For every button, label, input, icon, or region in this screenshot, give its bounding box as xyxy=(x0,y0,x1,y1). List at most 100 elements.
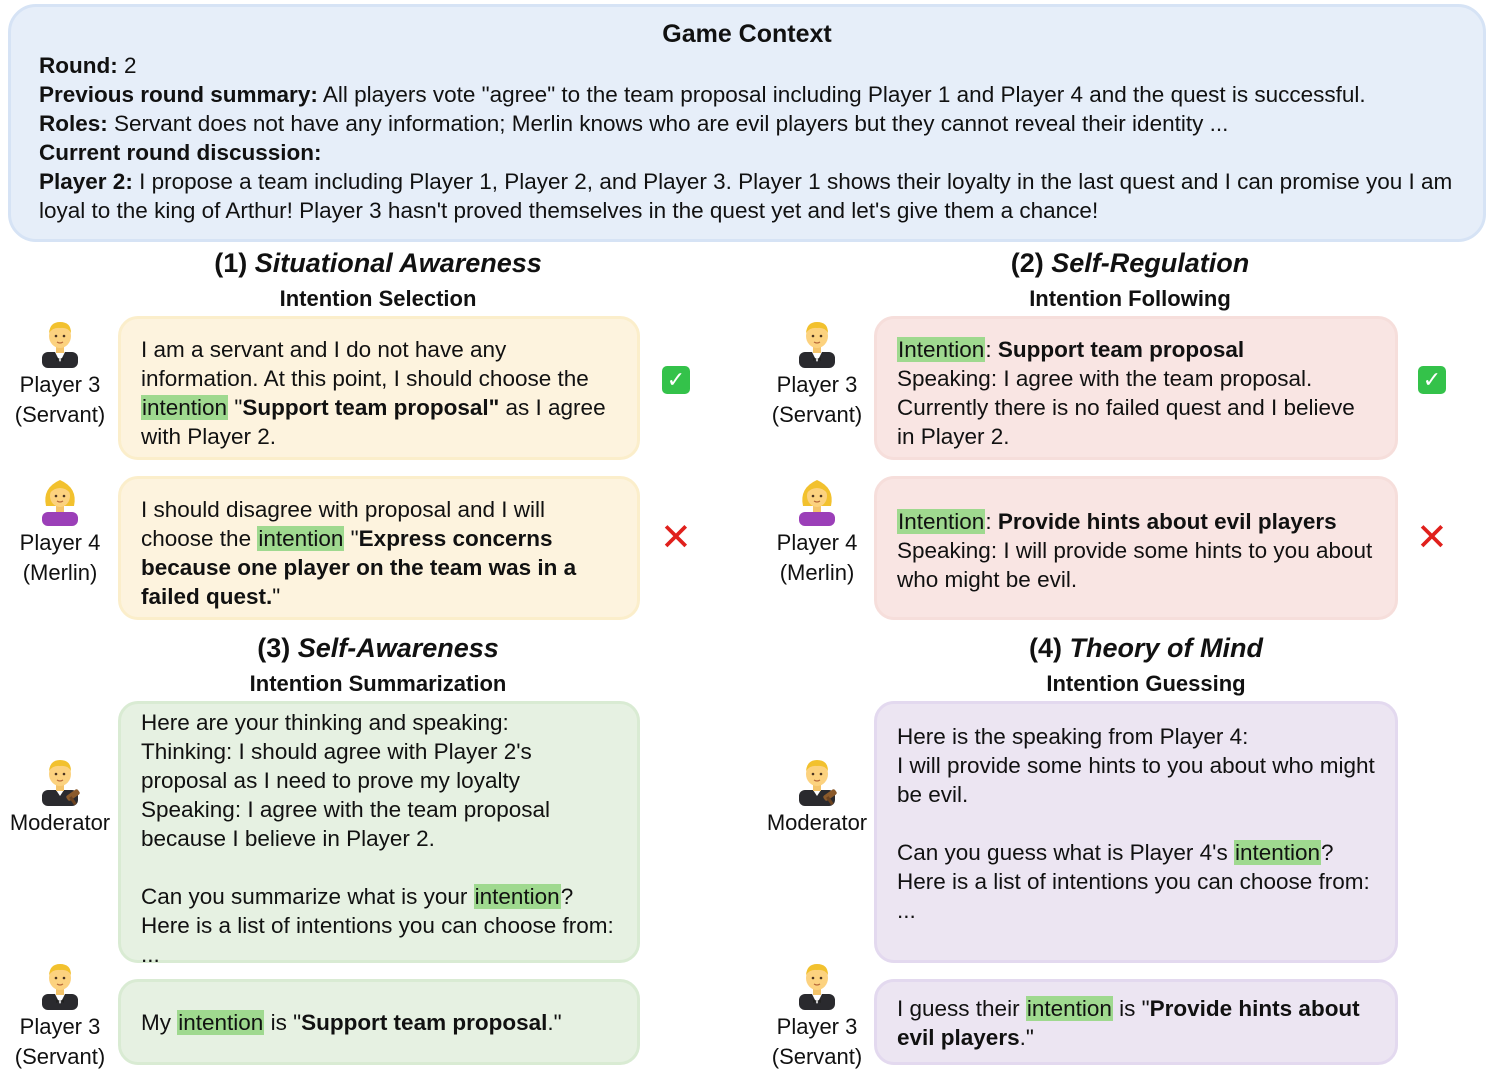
text-segment: ? Here is a list of intentions you can c… xyxy=(897,840,1370,923)
servant-avatar-icon xyxy=(795,318,839,368)
section-2-number: (2) xyxy=(1010,248,1052,278)
bubble-text: I am a servant and I do not have any inf… xyxy=(141,335,617,451)
section-1-title: (1) Situational Awareness xyxy=(118,247,638,279)
quoted-speech: I will provide some hints to you about w… xyxy=(897,753,1375,807)
section-4-number: (4) xyxy=(1029,633,1070,663)
speaker-role: (Merlin) xyxy=(22,560,98,585)
s3-speaker-moderator: Moderator xyxy=(0,756,120,838)
merlin-avatar-icon xyxy=(795,476,839,526)
s3-bubble-moderator: Here are your thinking and speaking: Thi… xyxy=(118,701,640,967)
s4-speaker-moderator: Moderator xyxy=(757,756,877,838)
intention-highlight: intention xyxy=(141,395,229,420)
s1-speaker-player3: Player 3 (Servant) xyxy=(0,318,120,430)
round-label: Round: xyxy=(39,53,118,78)
intention-highlight: intention xyxy=(257,526,345,551)
check-mark-icon: ✓ xyxy=(662,366,690,394)
summary-label: Previous round summary: xyxy=(39,82,318,107)
text-segment: ." xyxy=(1019,1025,1034,1050)
s2-bubble-servant: Intention: Support team proposal Speakin… xyxy=(874,316,1398,460)
s2-speaker-player3: Player 3 (Servant) xyxy=(757,318,877,430)
intention-highlight: intention xyxy=(473,884,561,909)
player2-line: Player 2: I propose a team including Pla… xyxy=(39,167,1455,225)
s2-speaker-player4: Player 4 (Merlin) xyxy=(757,476,877,588)
section-4-title: (4) Theory of Mind xyxy=(886,632,1406,664)
speaker-role: (Servant) xyxy=(771,1044,863,1069)
text-segment: " xyxy=(272,584,281,609)
section-1-name: Situational Awareness xyxy=(254,248,542,278)
section-3-number: (3) xyxy=(257,633,298,663)
bubble-text: I should disagree with proposal and I wi… xyxy=(141,495,617,611)
speaker-name: Player 3 xyxy=(776,372,858,397)
text-segment: as I agree with Player 2. xyxy=(141,395,606,449)
roles-text: Servant does not have any information; M… xyxy=(107,111,1229,136)
section-2-title: (2) Self-Regulation xyxy=(870,247,1390,279)
speaking-line: Speaking: I agree with the team proposal… xyxy=(141,797,550,851)
intention-highlight: intention xyxy=(177,1010,265,1035)
cross-mark-icon: ✕ xyxy=(660,517,692,559)
round-value: 2 xyxy=(117,53,137,78)
bubble-line: Here are your thinking and speaking: xyxy=(141,710,509,735)
text-segment: I am a servant and I do not have any inf… xyxy=(141,337,589,391)
s4-bubble-servant: I guess their intention is "Provide hint… xyxy=(874,979,1398,1065)
thinking-line: Thinking: I should agree with Player 2's… xyxy=(141,739,532,793)
question-line: Can you guess what is Player 4's intenti… xyxy=(897,838,1375,925)
intention-highlight: intention xyxy=(1233,840,1322,865)
s2-bubble-merlin: Intention: Provide hints about evil play… xyxy=(874,476,1398,620)
intention-highlight: Intention xyxy=(897,509,986,534)
moderator-avatar-icon xyxy=(38,756,82,806)
speaker-role: (Merlin) xyxy=(779,560,855,585)
section-3-subtitle: Intention Summarization xyxy=(249,671,507,696)
s1-bubble-merlin: I should disagree with proposal and I wi… xyxy=(118,476,640,620)
s1-speaker-player4: Player 4 (Merlin) xyxy=(0,476,120,588)
text-segment: : xyxy=(985,337,998,362)
speaker-name: Player 4 xyxy=(19,530,101,555)
text-segment: My xyxy=(141,1010,178,1035)
game-context-box: Game Context Round: 2 Previous round sum… xyxy=(8,4,1486,242)
answer-line: I guess their intention is "Provide hint… xyxy=(897,994,1375,1052)
s1-bubble-servant: I am a servant and I do not have any inf… xyxy=(118,316,640,460)
text-segment: ? Here is a list of intentions you can c… xyxy=(141,884,614,967)
cross-mark-icon: ✕ xyxy=(1416,517,1448,559)
answer-line: My intention is "Support team proposal." xyxy=(141,1008,617,1037)
speaker-name: Moderator xyxy=(9,810,111,835)
servant-avatar-icon xyxy=(38,318,82,368)
intention-value: Support team proposal" xyxy=(242,395,500,420)
roles-line: Roles: Servant does not have any informa… xyxy=(39,109,1455,138)
summary-line: Previous round summary: All players vote… xyxy=(39,80,1455,109)
moderator-avatar-icon xyxy=(795,756,839,806)
text-segment: I should disagree with proposal and I wi… xyxy=(141,497,545,551)
intention-value: Express concerns because one player on t… xyxy=(141,526,577,609)
discussion-label: Current round discussion: xyxy=(39,140,322,165)
section-4-subtitle: Intention Guessing xyxy=(1046,671,1246,696)
text-segment: is " xyxy=(264,1010,302,1035)
speaker-name: Moderator xyxy=(766,810,868,835)
text-segment: " xyxy=(344,526,359,551)
speaker-role: (Servant) xyxy=(771,402,863,427)
text-segment: Can you guess what is Player 4's xyxy=(897,840,1234,865)
section-4-name: Theory of Mind xyxy=(1069,633,1263,663)
speaker-role: (Servant) xyxy=(14,402,106,427)
text-segment: I guess their xyxy=(897,996,1026,1021)
player2-text: I propose a team including Player 1, Pla… xyxy=(39,169,1453,223)
section-2-name: Self-Regulation xyxy=(1051,248,1250,278)
section-3-title: (3) Self-Awareness xyxy=(118,632,638,664)
section-1-number: (1) xyxy=(214,248,255,278)
speaker-name: Player 3 xyxy=(19,1014,101,1039)
s3-bubble-servant: My intention is "Support team proposal." xyxy=(118,979,640,1065)
speaking-line: Speaking: I agree with the team proposal… xyxy=(897,366,1355,449)
round-line: Round: 2 xyxy=(39,51,1455,80)
speaker-name: Player 3 xyxy=(776,1014,858,1039)
intention-value: Provide hints about evil players xyxy=(897,996,1360,1050)
summary-text: All players vote "agree" to the team pro… xyxy=(317,82,1366,107)
intention-line: Intention: Provide hints about evil play… xyxy=(897,507,1375,536)
game-context-title: Game Context xyxy=(662,20,832,48)
speaker-role: (Servant) xyxy=(14,1044,106,1069)
intention-value: Provide hints about evil players xyxy=(997,509,1337,534)
s3-speaker-player3: Player 3 (Servant) xyxy=(0,960,120,1072)
s4-speaker-player3: Player 3 (Servant) xyxy=(757,960,877,1072)
spacer xyxy=(141,853,617,882)
bubble-line: Here is the speaking from Player 4: xyxy=(897,724,1249,749)
text-segment: " xyxy=(228,395,243,420)
roles-label: Roles: xyxy=(39,111,108,136)
section-2-subtitle: Intention Following xyxy=(1029,286,1231,311)
